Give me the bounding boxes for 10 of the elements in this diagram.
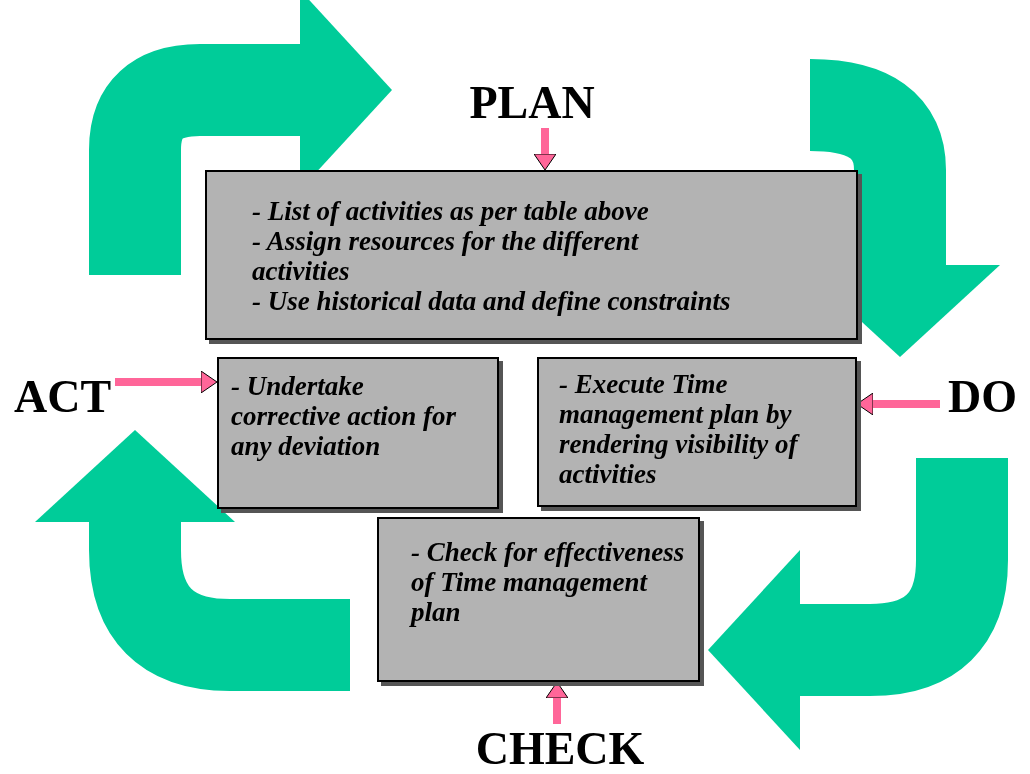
stage-label: ACT [10,372,115,422]
stage-label: PLAN [462,78,602,128]
bullet-text: - Assign resources for the different activities [252,226,640,286]
stage-label: CHECK [470,724,650,774]
bullet-text: - Use historical data and define constraints [252,286,732,316]
bullet-text: - Check for effectiveness of Time management plan [411,537,686,627]
bullet-text: - List of activities as per table above [252,196,650,226]
bullet-text: - Undertake corrective action for any deviation [231,371,457,461]
stage-label: DO [940,372,1025,422]
bullet-text: - Execute Time management plan by rendering visibility of activities [559,369,801,489]
